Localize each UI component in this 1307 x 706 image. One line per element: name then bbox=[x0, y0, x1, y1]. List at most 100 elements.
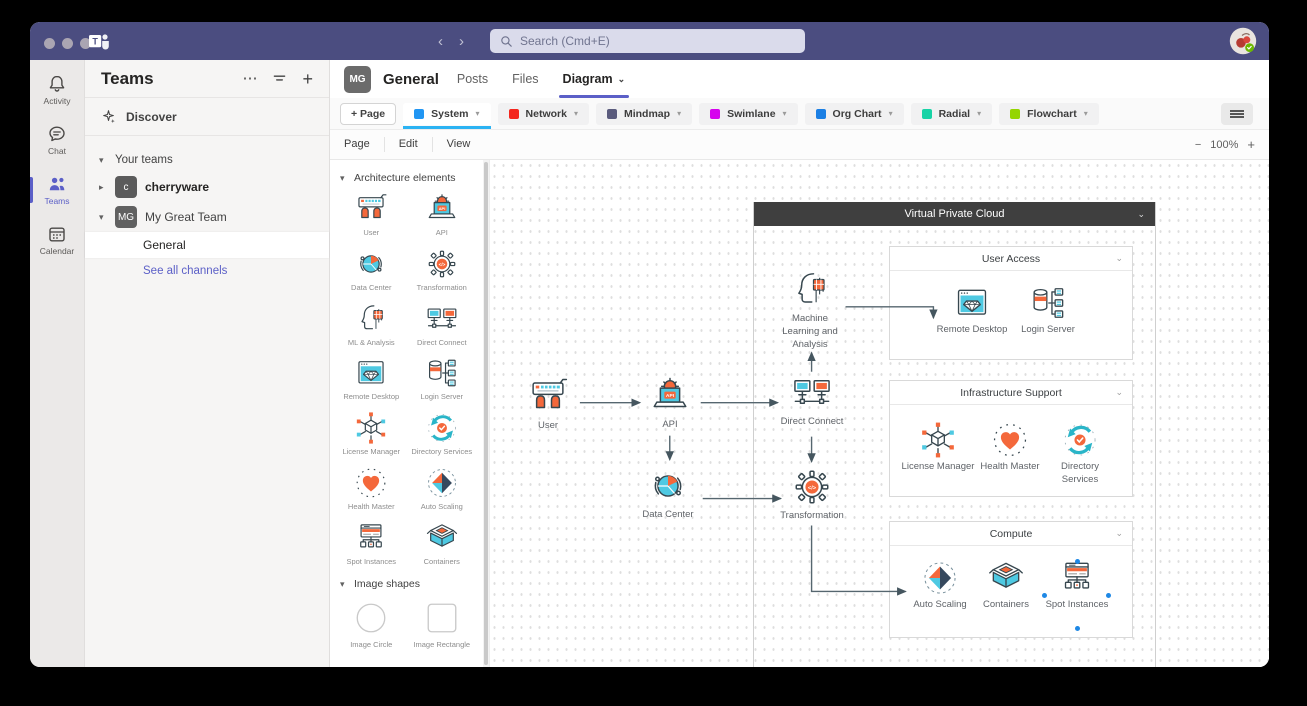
chevron-down-icon[interactable]: ⌄ bbox=[1115, 387, 1123, 397]
zoom-out-button[interactable]: − bbox=[1194, 138, 1202, 151]
discover-button[interactable]: Discover bbox=[85, 98, 329, 136]
filter-icon[interactable] bbox=[272, 71, 287, 86]
group-user-access[interactable]: User Access⌄ bbox=[889, 246, 1133, 360]
discover-label: Discover bbox=[126, 109, 177, 124]
node-containers[interactable]: Containers bbox=[964, 559, 1048, 612]
shapes-panel-scrollbar[interactable] bbox=[483, 160, 489, 667]
team-row-my-great-team[interactable]: ▾ MG My Great Team bbox=[85, 202, 329, 232]
vpc-header[interactable]: Virtual Private Cloud ⌄ bbox=[754, 202, 1155, 226]
tab-files[interactable]: Files bbox=[512, 60, 538, 98]
zoom-window-button[interactable] bbox=[80, 38, 91, 49]
node-machine-learning-and-analysis[interactable]: Machine Learning and Analysis bbox=[781, 269, 839, 351]
shape-license-manager[interactable]: License Manager bbox=[336, 411, 407, 457]
chevron-down-icon[interactable]: ▾ bbox=[1083, 109, 1088, 118]
shape-remote-desktop[interactable]: Remote Desktop bbox=[336, 356, 407, 402]
rail-item-chat[interactable]: Chat bbox=[30, 115, 84, 165]
diagram-page-tab-system[interactable]: System▾ bbox=[403, 102, 491, 129]
diagram-page-tab-network[interactable]: Network▾ bbox=[497, 102, 589, 125]
node-data-center[interactable]: Data Center bbox=[626, 465, 710, 522]
more-options-icon[interactable]: ⋯ bbox=[242, 70, 258, 87]
shape-transformation[interactable]: </>Transformation bbox=[407, 247, 478, 293]
group-header[interactable]: Compute⌄ bbox=[890, 522, 1132, 546]
shapes-section-header-image-shapes[interactable]: ▾Image shapes bbox=[330, 576, 483, 596]
search-input[interactable]: Search (Cmd+E) bbox=[490, 29, 805, 53]
zoom-control: − 100% + bbox=[1195, 137, 1255, 152]
minimize-window-button[interactable] bbox=[62, 38, 73, 49]
shape-containers[interactable]: Containers bbox=[407, 521, 478, 567]
chevron-down-icon[interactable]: ▾ bbox=[977, 109, 982, 118]
zoom-in-button[interactable]: + bbox=[1247, 137, 1255, 152]
node-spot-instances[interactable]: Spot Instances bbox=[1035, 559, 1119, 612]
shape-image-circle[interactable]: Image Circle bbox=[336, 598, 407, 650]
rail-item-activity[interactable]: Activity bbox=[30, 65, 84, 115]
node-directory-services[interactable]: Directory Services bbox=[1054, 421, 1106, 487]
shape-user[interactable]: User bbox=[336, 192, 407, 238]
team-row-cherryware[interactable]: ▸ c cherryware bbox=[85, 172, 329, 202]
chevron-down-icon[interactable]: ⌄ bbox=[1115, 253, 1123, 263]
node-license-manager[interactable]: License Manager bbox=[896, 421, 980, 474]
group-header[interactable]: Infrastructure Support⌄ bbox=[890, 381, 1132, 405]
shape-label: Spot Instances bbox=[346, 556, 397, 566]
shape-health-master[interactable]: Health Master bbox=[336, 466, 407, 512]
shape-spot-instances[interactable]: Spot Instances bbox=[336, 521, 407, 567]
selection-handle[interactable] bbox=[1075, 626, 1080, 631]
selection-handle[interactable] bbox=[1106, 593, 1111, 598]
node-login-server[interactable]: Login Server bbox=[1006, 284, 1090, 337]
add-page-button[interactable]: + Page bbox=[340, 102, 397, 125]
diagram-page-tab-org-chart[interactable]: Org Chart▾ bbox=[804, 102, 904, 125]
chat-icon bbox=[49, 126, 65, 142]
nav-back-button[interactable]: ‹ bbox=[438, 32, 443, 50]
nav-forward-button[interactable]: › bbox=[459, 32, 464, 50]
group-header[interactable]: User Access⌄ bbox=[890, 247, 1132, 271]
shape-auto-scaling[interactable]: Auto Scaling bbox=[407, 466, 478, 512]
diagram-page-tab-flowchart[interactable]: Flowchart▾ bbox=[999, 102, 1099, 125]
shape-data-center[interactable]: Data Center bbox=[336, 247, 407, 293]
shape-ml-analysis[interactable]: ML & Analysis bbox=[336, 302, 407, 348]
menu-page[interactable]: Page bbox=[330, 137, 385, 152]
vpc-container[interactable]: Virtual Private Cloud ⌄ bbox=[753, 202, 1156, 667]
chevron-down-icon[interactable]: ▾ bbox=[677, 109, 682, 118]
menu-edit[interactable]: Edit bbox=[385, 137, 433, 152]
chevron-down-icon[interactable]: ▾ bbox=[99, 211, 104, 222]
node-user[interactable]: User bbox=[506, 376, 590, 433]
see-all-channels-link[interactable]: See all channels bbox=[85, 258, 329, 284]
shapes-section-header-architecture-elements[interactable]: ▾Architecture elements bbox=[330, 170, 483, 190]
chevron-down-icon[interactable]: ⌄ bbox=[1137, 208, 1145, 219]
node-label: Health Master bbox=[980, 461, 1040, 472]
close-window-button[interactable] bbox=[44, 38, 55, 49]
tab-diagram[interactable]: Diagram⌄ bbox=[558, 60, 629, 98]
shape-login-server[interactable]: Login Server bbox=[407, 356, 478, 402]
chevron-down-icon[interactable]: ▾ bbox=[888, 109, 893, 118]
chevron-down-icon[interactable]: ▾ bbox=[782, 109, 787, 118]
rail-item-calendar[interactable]: Calendar bbox=[30, 215, 84, 265]
add-team-icon[interactable]: + bbox=[302, 68, 313, 89]
node-transformation[interactable]: </>Transformation bbox=[770, 466, 854, 523]
diagram-canvas[interactable]: Virtual Private Cloud ⌄ User Access⌄ Remo… bbox=[489, 160, 1269, 667]
user-avatar[interactable] bbox=[1229, 27, 1257, 55]
chevron-down-icon[interactable]: ▾ bbox=[475, 109, 480, 118]
channel-row-general[interactable]: General bbox=[85, 232, 329, 258]
selection-handle[interactable] bbox=[1042, 593, 1047, 598]
chevron-down-icon[interactable]: ▾ bbox=[573, 109, 578, 118]
your-teams-toggle[interactable]: ▾ Your teams bbox=[85, 148, 329, 172]
menu-view[interactable]: View bbox=[446, 138, 471, 150]
diagram-page-tab-swimlane[interactable]: Swimlane▾ bbox=[699, 102, 798, 125]
tab-posts[interactable]: Posts bbox=[457, 60, 488, 98]
node-health-master[interactable]: Health Master bbox=[968, 421, 1052, 474]
shape-directory-services[interactable]: Directory Services bbox=[407, 411, 478, 457]
node-remote-desktop[interactable]: Remote Desktop bbox=[930, 284, 1014, 337]
node-direct-connect[interactable]: Direct Connect bbox=[770, 372, 854, 429]
rail-item-teams[interactable]: Teams bbox=[30, 165, 84, 215]
chevron-right-icon[interactable]: ▸ bbox=[99, 181, 104, 192]
diagram-menu-button[interactable] bbox=[1221, 102, 1253, 125]
shape-image-rectangle[interactable]: Image Rectangle bbox=[407, 598, 478, 650]
diagram-page-tab-mindmap[interactable]: Mindmap▾ bbox=[595, 102, 693, 125]
discover-icon bbox=[103, 110, 115, 124]
chevron-down-icon[interactable]: ⌄ bbox=[1115, 528, 1123, 538]
shape-direct-connect[interactable]: Direct Connect bbox=[407, 302, 478, 348]
node-auto-scaling[interactable]: Auto Scaling bbox=[898, 559, 982, 612]
diagram-page-tab-radial[interactable]: Radial▾ bbox=[910, 102, 993, 125]
selection-handle[interactable] bbox=[1075, 559, 1080, 564]
